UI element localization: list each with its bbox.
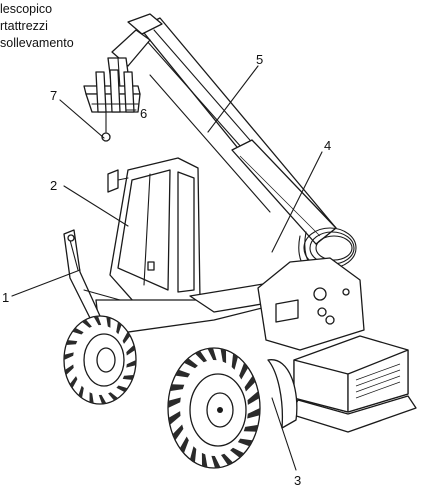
leader-line-3 [271, 397, 297, 471]
tread-lug [108, 392, 118, 401]
tread-lug [69, 376, 78, 389]
tread-lug [190, 446, 197, 463]
caption-line-2: rtattrezzi [0, 19, 48, 33]
tread-lug [201, 452, 208, 468]
caption-line-3: sollevamento [0, 36, 74, 50]
tread-lug [179, 436, 189, 454]
front-wheel [167, 347, 261, 469]
tread-lug [93, 316, 102, 326]
tread-lug [64, 364, 74, 375]
callout-lines [11, 65, 323, 471]
tread-lug [231, 353, 238, 370]
tread-lug [220, 348, 227, 364]
chassis [95, 257, 365, 351]
callout-3: 3 [294, 473, 301, 488]
callout-6: 6 [140, 106, 147, 121]
leader-line-1 [11, 269, 81, 297]
tread-lug [247, 391, 260, 405]
tread-lug [126, 360, 136, 368]
tread-lug [237, 438, 253, 447]
tread-lug [207, 348, 217, 361]
tread-lug [126, 345, 136, 356]
tread-lug [169, 384, 185, 392]
operator-cab [107, 157, 201, 321]
tread-lug [168, 411, 181, 425]
tread-lug [244, 375, 256, 392]
tread-lug [106, 316, 111, 328]
callout-4: 4 [324, 138, 331, 153]
fork-attachment [83, 69, 141, 113]
front-wheel-tread [168, 348, 260, 468]
tread-lug [247, 408, 260, 419]
caption-line-1: lescopico [0, 2, 53, 16]
front-bumper [289, 335, 417, 433]
tread-lug [175, 369, 191, 378]
rear-wheel-tread [64, 316, 136, 404]
tread-lug [78, 385, 84, 399]
tread-lug [183, 358, 198, 369]
tread-lug [243, 424, 259, 432]
callout-5: 5 [256, 52, 263, 67]
callout-2: 2 [50, 178, 57, 193]
lifting-hook [101, 111, 111, 142]
tread-lug [82, 319, 92, 328]
far-wheel [267, 359, 298, 429]
leader-line-2 [63, 185, 129, 227]
leader-line-7 [59, 99, 105, 139]
tread-lug [72, 327, 84, 335]
leader-line-5 [207, 65, 259, 133]
tread-lug [168, 397, 181, 408]
tread-lug [122, 375, 134, 380]
leader-line-4 [271, 151, 323, 253]
tread-lug [194, 350, 207, 363]
callout-7: 7 [50, 88, 57, 103]
callout-1: 1 [2, 290, 9, 305]
tread-lug [230, 447, 245, 458]
tread-lug [221, 453, 234, 466]
tread-lug [66, 340, 78, 345]
tread-lug [116, 321, 122, 335]
tread-lug [64, 352, 74, 360]
tread-lug [172, 424, 184, 441]
callout-labels: 1 2 3 4 5 6 7 [2, 52, 331, 488]
tread-lug [239, 362, 249, 380]
telescopic-boom [127, 13, 337, 245]
tread-lug [116, 385, 128, 393]
tread-lug [89, 392, 94, 404]
tread-lug [98, 394, 107, 404]
rear-wheel [63, 315, 137, 405]
tread-lug [211, 455, 221, 468]
tread-lug [122, 331, 131, 344]
